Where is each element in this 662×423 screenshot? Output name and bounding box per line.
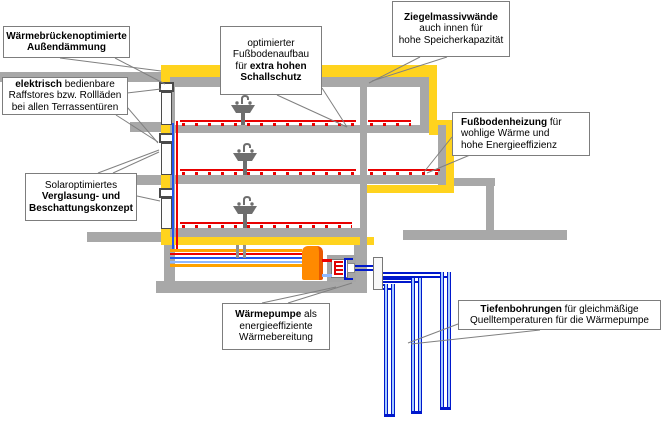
borehole2-feed-2 bbox=[383, 281, 420, 283]
label-brick-walls: Ziegelmassivwände auch innen für hohe Sp… bbox=[392, 1, 510, 57]
tank-to-pump-lightblue bbox=[322, 274, 332, 277]
sink-icon bbox=[233, 195, 257, 228]
floor-heating-level3 bbox=[180, 222, 352, 228]
terrain-right-lower bbox=[403, 230, 567, 240]
label-line: Fußbodenheizung für bbox=[461, 116, 562, 128]
label-shutters: elektrisch bedienbare Raffstores bzw. Ro… bbox=[2, 77, 128, 115]
terrace-door-top bbox=[161, 92, 172, 125]
basement-ceiling-insulation bbox=[161, 237, 374, 245]
borehole-2 bbox=[411, 278, 422, 414]
label-line: Wärmebrückenoptimierte bbox=[6, 30, 127, 42]
borehole1-feed-2 bbox=[383, 287, 393, 290]
label-line: Fußbodenaufbau bbox=[232, 49, 310, 60]
label-line: elektrisch bedienbare bbox=[15, 78, 115, 90]
label-line: energieeffiziente bbox=[239, 320, 313, 332]
interior-brick-wall bbox=[360, 77, 367, 293]
pump-brine-top bbox=[344, 258, 353, 260]
label-line: Beschattungskonzept bbox=[29, 202, 133, 214]
drain-pipe-2 bbox=[243, 245, 246, 258]
label-line: Verglasung- und bbox=[41, 191, 121, 203]
label-line: bei allen Terrassentüren bbox=[11, 101, 119, 113]
hot-water-tank bbox=[302, 246, 323, 280]
riser-pipe-blue bbox=[172, 123, 174, 252]
label-line: Schallschutz bbox=[240, 72, 302, 83]
right-wall-top-insulation bbox=[429, 65, 437, 135]
pump-to-manifold-2 bbox=[355, 269, 374, 271]
sink-icon bbox=[233, 142, 257, 175]
borehole3-feed-1 bbox=[383, 272, 442, 274]
label-glazing-concept: Solaroptimiertes Verglasung- und Beschat… bbox=[25, 173, 137, 221]
floor-slab-2 bbox=[170, 175, 446, 184]
shutter-box-top bbox=[159, 82, 174, 92]
floor-slab-1 bbox=[170, 125, 427, 133]
terrace-door-low bbox=[161, 198, 172, 229]
return-pipe-lightblue bbox=[170, 260, 302, 263]
label-line: hohe Energieeffizienz bbox=[461, 139, 557, 151]
wing-underside-insulation bbox=[367, 185, 454, 193]
label-line: hohe Speicherkapazität bbox=[398, 34, 504, 46]
warm-pipe-return bbox=[170, 264, 302, 267]
label-line: für extra hohen bbox=[235, 60, 307, 72]
label-line: Solaroptimiertes bbox=[44, 179, 118, 191]
heat-pump-coil-icon bbox=[334, 261, 343, 275]
borehole-1 bbox=[384, 284, 395, 417]
floor-slab-3 bbox=[170, 228, 360, 237]
terrain-right-upper bbox=[454, 178, 495, 186]
basement-floor bbox=[156, 281, 365, 293]
pump-brine-bottom bbox=[344, 278, 353, 280]
pump-brine-loop bbox=[344, 258, 346, 280]
label-line: optimierter bbox=[247, 37, 295, 49]
drain-pipe-1 bbox=[236, 245, 239, 258]
terrace-low bbox=[87, 232, 170, 242]
terrace-top bbox=[130, 122, 170, 132]
basement-wall-left bbox=[164, 245, 175, 293]
right-wall-top bbox=[420, 77, 429, 133]
label-line: Wärmepumpe als bbox=[235, 309, 317, 321]
label-line: Raffstores bzw. Rollläden bbox=[8, 90, 122, 102]
pump-connector bbox=[347, 263, 355, 273]
label-line: Wärmebereitung bbox=[239, 332, 313, 344]
label-boreholes: Tiefenbohrungen für gleichmäßige Quellte… bbox=[458, 300, 661, 330]
borehole-manifold bbox=[373, 257, 383, 290]
floor-heating-level2-left bbox=[180, 169, 356, 175]
label-floor-construction: optimierter Fußbodenaufbau für extra hoh… bbox=[220, 26, 322, 95]
label-line: Ziegelmassivwände bbox=[404, 11, 498, 23]
label-line: Quelltemperaturen für die Wärmepumpe bbox=[470, 315, 649, 326]
label-outer-insulation: Wärmebrückenoptimierte Außendämmung bbox=[3, 26, 130, 58]
label-line: wohlige Wärme und bbox=[461, 128, 550, 140]
floor-heating-level1-right bbox=[368, 120, 411, 126]
label-line: auch innen für bbox=[419, 23, 483, 35]
floor-heating-level2-right bbox=[368, 169, 440, 175]
terrain-right-retaining-wall bbox=[486, 186, 494, 238]
label-heat-pump: Wärmepumpe als energieeffiziente Wärmebe… bbox=[222, 303, 330, 350]
tank-to-pump-red bbox=[322, 259, 332, 262]
borehole2-feed-1 bbox=[383, 277, 413, 280]
sink-icon bbox=[231, 94, 255, 125]
pump-to-manifold-1 bbox=[355, 265, 374, 267]
terrace-door-mid bbox=[161, 143, 172, 175]
label-line: Tiefenbohrungen für gleichmäßige bbox=[480, 303, 639, 315]
right-wall-mid bbox=[438, 125, 446, 185]
borehole3-feed-2 bbox=[383, 275, 449, 278]
label-line: Außendämmung bbox=[27, 42, 106, 53]
right-wall-mid-insulation bbox=[446, 120, 454, 193]
riser-pipe-red bbox=[176, 121, 178, 252]
label-floor-heating: Fußbodenheizung für wohlige Wärme und ho… bbox=[452, 112, 590, 156]
floor-heating-level1-left bbox=[180, 120, 356, 126]
